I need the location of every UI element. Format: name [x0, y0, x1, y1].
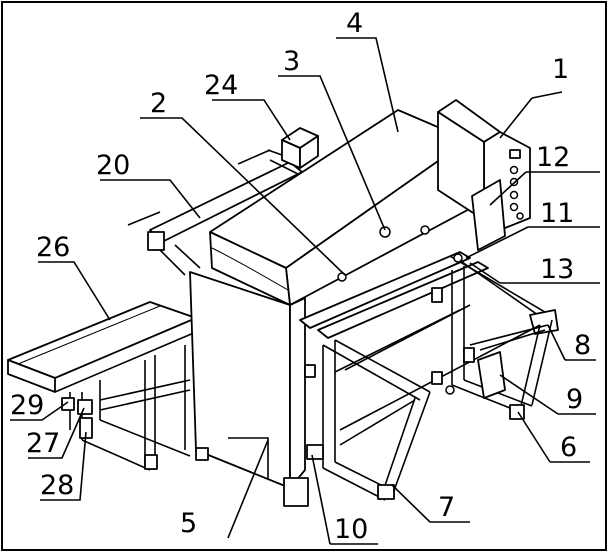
label-27: 27: [26, 428, 60, 459]
label-2: 2: [150, 88, 167, 119]
label-12: 12: [536, 142, 570, 173]
rail-11: [299, 251, 471, 329]
label-20: 20: [96, 150, 130, 181]
lower-stand-5: [189, 271, 309, 507]
label-7: 7: [438, 492, 455, 523]
right-frame: [299, 251, 559, 501]
left-conveyor: [7, 301, 197, 471]
label-26: 26: [36, 232, 70, 263]
main-housing: [209, 109, 476, 306]
label-5: 5: [180, 508, 197, 539]
conveyor-belt-top: [7, 301, 197, 379]
motor-24: [267, 127, 319, 176]
label-3: 3: [283, 46, 300, 77]
label-28: 28: [40, 470, 74, 501]
label-10: 10: [334, 514, 368, 545]
part-labels: 1 2 3 4 5 6 7 8 9 10 11 12 13 20 24 26 2…: [10, 8, 591, 545]
label-13: 13: [540, 254, 574, 285]
rear-rail: [127, 149, 303, 276]
roller-bracket-29: [61, 397, 75, 411]
label-9: 9: [566, 384, 583, 415]
panel-12: [471, 179, 506, 251]
label-4: 4: [346, 8, 363, 39]
leader-lines: [10, 37, 600, 545]
label-8: 8: [574, 330, 591, 361]
roller-bracket-27: [77, 399, 93, 415]
knob-3: [379, 226, 391, 238]
stand-foot: [283, 477, 309, 507]
label-11: 11: [540, 198, 574, 229]
label-1: 1: [552, 54, 569, 85]
foot-9: [477, 351, 506, 399]
label-6: 6: [560, 432, 577, 463]
label-29: 29: [10, 390, 44, 421]
foot-10: [306, 444, 324, 460]
knob-3b: [420, 225, 430, 235]
label-24: 24: [204, 70, 238, 101]
